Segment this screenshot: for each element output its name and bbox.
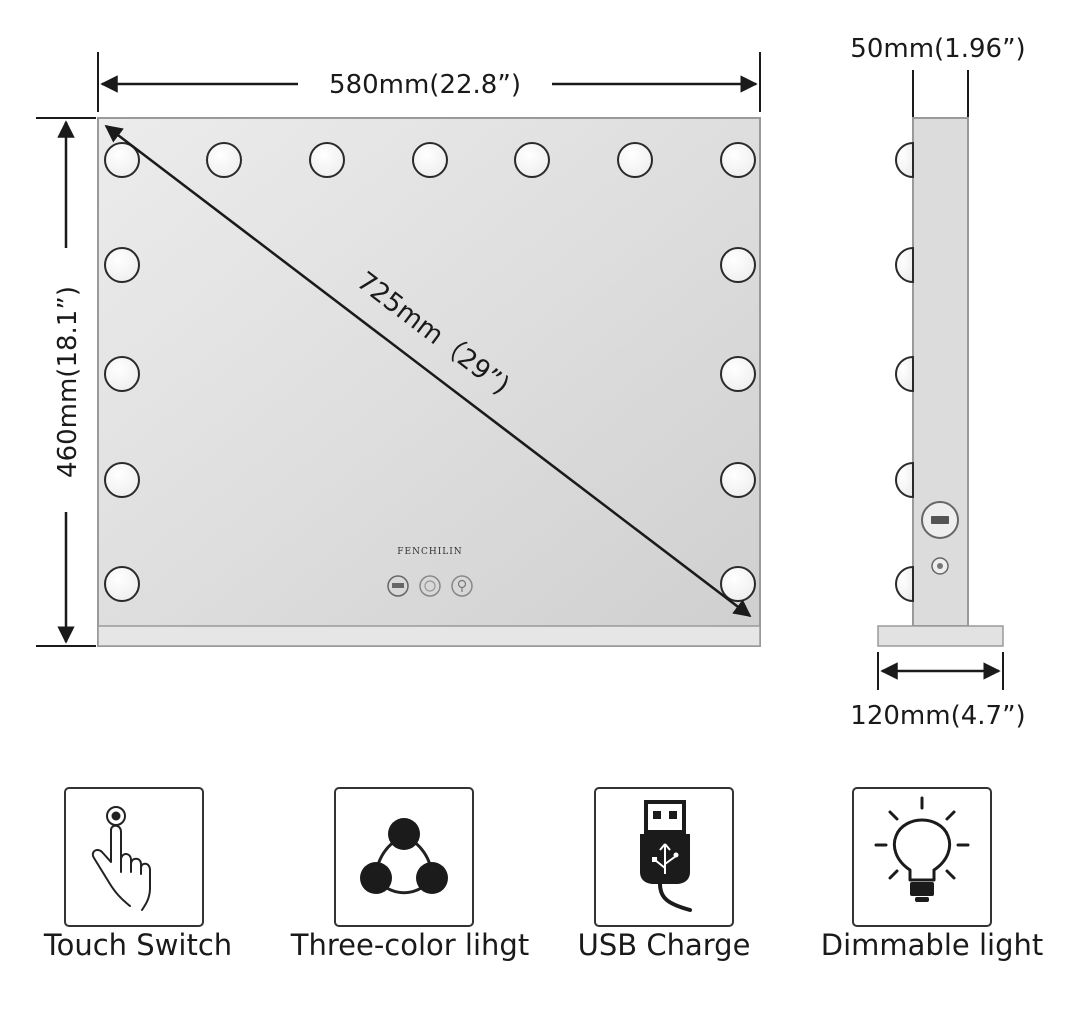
bulb bbox=[514, 142, 550, 178]
bulb bbox=[617, 142, 653, 178]
brand-logo: FENCHILIN bbox=[397, 547, 462, 557]
side-bulb bbox=[895, 355, 914, 393]
bulb bbox=[309, 142, 345, 178]
bulb bbox=[104, 356, 140, 392]
base-label: 120mm(4.7”) bbox=[850, 701, 1025, 731]
bulb bbox=[720, 142, 756, 178]
three-color-icon bbox=[334, 787, 474, 927]
bulb bbox=[720, 356, 756, 392]
width-dimension: 580mm(22.8”) bbox=[97, 52, 761, 112]
feature-label-three-color: Three-color lihgt bbox=[290, 928, 530, 962]
side-bulb bbox=[895, 141, 914, 179]
side-bulb bbox=[895, 565, 914, 603]
side-bulb bbox=[895, 246, 914, 284]
height-label: 460mm(18.1”) bbox=[53, 286, 83, 478]
mirror-front-view: 725mm（29”) FENCHILIN bbox=[97, 117, 761, 647]
bulb bbox=[720, 247, 756, 283]
depth-label: 50mm(1.96”) bbox=[850, 34, 1025, 64]
side-usb-port[interactable] bbox=[921, 501, 959, 539]
bulb bbox=[104, 566, 140, 602]
bulb bbox=[720, 462, 756, 498]
diagonal-line bbox=[104, 124, 752, 618]
control-buttons bbox=[387, 575, 473, 597]
side-button[interactable] bbox=[931, 557, 949, 575]
feature-label-dimmable-light: Dimmable light bbox=[820, 928, 1044, 962]
usb-icon bbox=[594, 787, 734, 927]
bulb bbox=[206, 142, 242, 178]
usb-port-button[interactable] bbox=[387, 575, 409, 597]
width-label: 580mm(22.8”) bbox=[329, 70, 521, 100]
feature-label-usb-charge: USB Charge bbox=[577, 928, 751, 962]
power-button[interactable] bbox=[419, 575, 441, 597]
height-dimension: 460mm(18.1”) bbox=[36, 117, 96, 647]
dimmer-button[interactable] bbox=[451, 575, 473, 597]
side-bulbs bbox=[895, 141, 914, 603]
dimmable-bulb-icon bbox=[852, 787, 992, 927]
bulb bbox=[104, 462, 140, 498]
bulb bbox=[720, 566, 756, 602]
bulb bbox=[412, 142, 448, 178]
touch-switch-icon bbox=[64, 787, 204, 927]
side-bulb bbox=[895, 461, 914, 499]
mirror-side-view: 50mm(1.96”) 120mm(4.7”) bbox=[850, 34, 1025, 731]
feature-icons bbox=[64, 787, 992, 927]
bulb bbox=[104, 247, 140, 283]
feature-label-touch-switch: Touch Switch bbox=[43, 928, 233, 962]
